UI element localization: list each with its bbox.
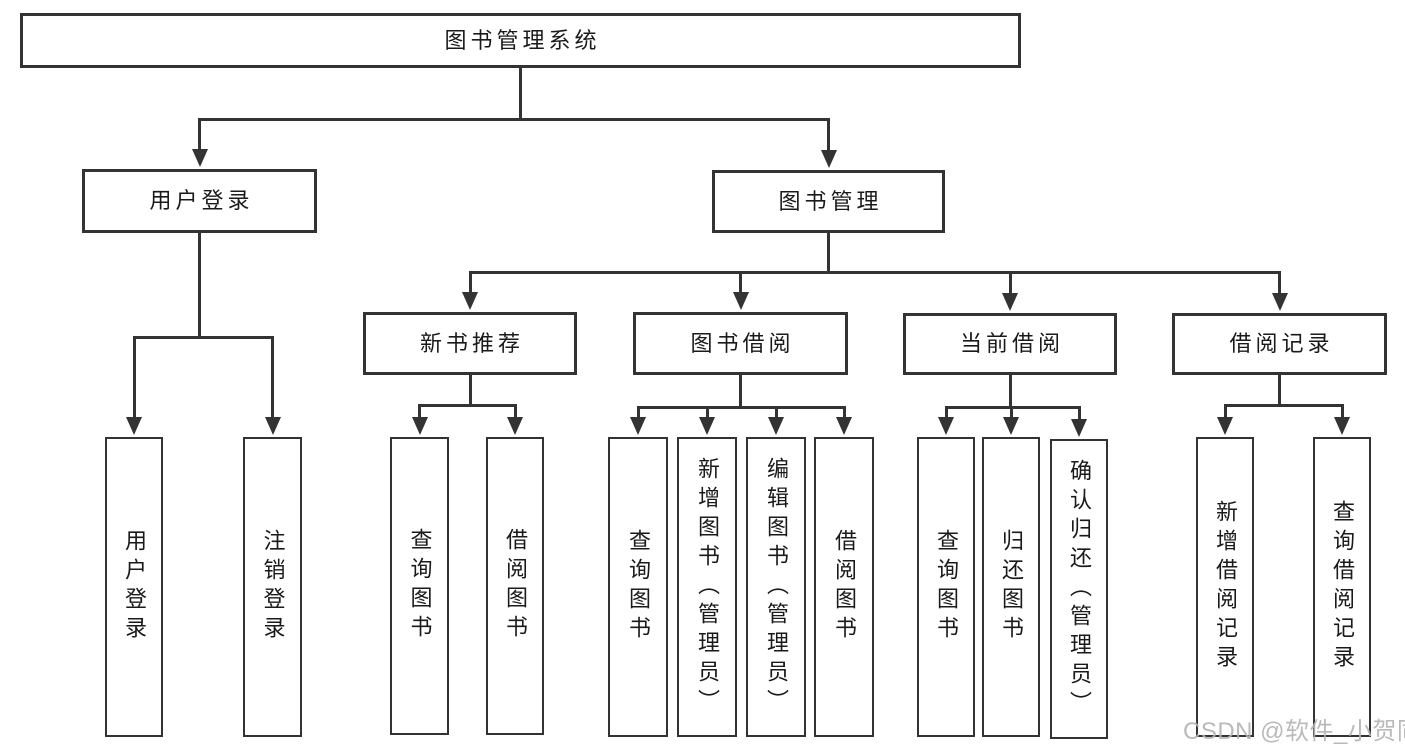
arrow-down-icon (630, 417, 646, 435)
connector-line (513, 404, 517, 419)
connector-line (1008, 375, 1012, 409)
arrow-down-icon (462, 292, 478, 310)
node-label: 当前借阅 (959, 331, 1064, 356)
node-leaf-borrow-book-rec: 借阅图书 (486, 437, 544, 735)
node-leaf-add-borrow-record: 新增借阅记录 (1196, 437, 1254, 737)
node-user-login: 用户登录 (82, 169, 317, 233)
node-label: 查询借阅记录 (1330, 500, 1355, 674)
node-leaf-return-book: 归还图书 (982, 437, 1040, 737)
arrow-down-icon (836, 417, 852, 435)
connector-line (132, 336, 274, 339)
connector-line (1077, 406, 1081, 421)
connector-line (739, 375, 742, 409)
node-label: 编辑图书（管理员） (764, 456, 789, 718)
arrow-down-icon (1334, 417, 1350, 435)
node-label: 用户登录 (122, 529, 147, 645)
node-label: 借阅记录 (1229, 331, 1334, 356)
node-label: 借阅图书 (503, 528, 528, 644)
node-leaf-add-book: 新增图书（管理员） (677, 437, 737, 737)
connector-line (774, 406, 778, 419)
connector-line (827, 233, 830, 274)
connector-line (271, 336, 274, 419)
node-label: 图书借阅 (690, 330, 795, 356)
arrow-down-icon (264, 417, 281, 435)
node-book-mgmt: 图书管理 (712, 170, 945, 233)
node-label: 图书管理系统 (444, 27, 601, 53)
node-label: 用户登录 (149, 188, 254, 213)
connector-line (1278, 271, 1281, 295)
arrow-down-icon (820, 150, 837, 168)
arrow-down-icon (732, 292, 749, 310)
node-label: 图书管理 (778, 188, 883, 214)
node-label: 确认归还（管理员） (1067, 458, 1092, 720)
connector-line (418, 404, 517, 407)
arrow-down-icon (1271, 293, 1288, 311)
connector-line (944, 406, 948, 419)
arrow-down-icon (1071, 419, 1087, 437)
connector-line (1223, 404, 1344, 407)
node-leaf-borrow-book-borrow: 借阅图书 (814, 437, 874, 737)
connector-line (198, 118, 830, 121)
arrow-down-icon (507, 417, 523, 435)
connector-line (418, 404, 421, 419)
node-leaf-query-book-current: 查询图书 (917, 437, 975, 737)
arrow-down-icon (1217, 417, 1233, 435)
node-leaf-user-login: 用户登录 (105, 437, 163, 737)
arrow-down-icon (126, 417, 142, 435)
arrow-down-icon (191, 149, 208, 167)
node-label: 新增借阅记录 (1213, 500, 1238, 674)
connector-line (1223, 404, 1227, 419)
watermark: CSDN @软件_小贺同学 (1183, 718, 1405, 745)
node-book-borrow: 图书借阅 (633, 312, 848, 375)
node-label: 查询图书 (934, 529, 959, 645)
connector-line (468, 271, 472, 294)
connector-line (1008, 271, 1012, 295)
node-root: 图书管理系统 (20, 13, 1021, 68)
node-leaf-confirm-return: 确认归还（管理员） (1050, 439, 1108, 739)
arrow-down-icon (699, 417, 715, 435)
node-label: 查询图书 (626, 529, 651, 645)
connector-line (827, 118, 830, 152)
connector-line (519, 68, 522, 121)
node-label: 借阅图书 (832, 529, 857, 645)
connector-line (198, 118, 201, 151)
node-label: 注销登录 (260, 529, 286, 645)
node-leaf-logout: 注销登录 (243, 437, 302, 737)
connector-line (1278, 375, 1281, 407)
connector-line (944, 406, 1081, 409)
arrow-down-icon (938, 417, 954, 435)
node-leaf-edit-book: 编辑图书（管理员） (746, 437, 806, 737)
connector-line (468, 375, 472, 407)
connector-line (636, 406, 640, 419)
node-current-borrow: 当前借阅 (903, 313, 1117, 375)
connector-line (842, 406, 846, 419)
connector-line (636, 406, 846, 409)
node-label: 新增图书（管理员） (695, 456, 720, 718)
connector-line (132, 336, 136, 419)
connector-line (1009, 406, 1013, 419)
node-borrow-record: 借阅记录 (1172, 313, 1387, 375)
connector-line (705, 406, 709, 419)
node-leaf-query-borrow-record: 查询借阅记录 (1313, 437, 1371, 737)
node-label: 新书推荐 (419, 330, 524, 356)
arrow-down-icon (1002, 293, 1018, 311)
connector-line (739, 271, 742, 294)
connector-line (198, 233, 201, 339)
node-leaf-query-book-rec: 查询图书 (390, 437, 449, 735)
node-label: 查询图书 (407, 528, 433, 644)
arrow-down-icon (411, 417, 428, 435)
connector-line (468, 271, 1281, 274)
arrow-down-icon (768, 417, 784, 435)
connector-line (1340, 404, 1344, 419)
node-label: 归还图书 (999, 529, 1024, 645)
node-new-book-rec: 新书推荐 (363, 312, 577, 375)
arrow-down-icon (1003, 417, 1019, 435)
node-leaf-query-book-borrow: 查询图书 (608, 437, 668, 737)
